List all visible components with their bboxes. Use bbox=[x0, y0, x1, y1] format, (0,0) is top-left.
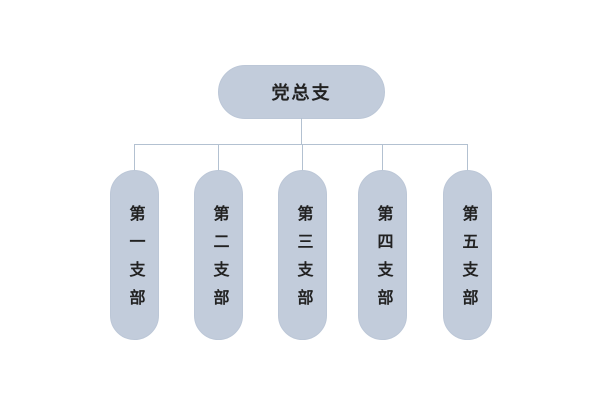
org-node-branch-4-label: 第四支部 bbox=[374, 205, 392, 317]
connector-drop-branch-3 bbox=[302, 144, 303, 171]
org-node-branch-3-label: 第三支部 bbox=[294, 205, 312, 317]
connector-drop-branch-4 bbox=[382, 144, 383, 171]
connector-drop-branch-1 bbox=[134, 144, 135, 171]
connector-horizontal-bar bbox=[134, 144, 468, 145]
org-node-branch-2-label: 第二支部 bbox=[210, 205, 228, 317]
org-node-branch-4: 第四支部 bbox=[358, 170, 407, 340]
org-node-branch-2: 第二支部 bbox=[194, 170, 243, 340]
org-node-branch-1-label: 第一支部 bbox=[126, 205, 144, 317]
org-node-root-label: 党总支 bbox=[271, 83, 332, 103]
org-node-branch-5-label: 第五支部 bbox=[459, 205, 477, 317]
connector-drop-branch-2 bbox=[218, 144, 219, 171]
org-node-branch-5: 第五支部 bbox=[443, 170, 492, 340]
connector-drop-branch-5 bbox=[467, 144, 468, 171]
org-node-root: 党总支 bbox=[218, 65, 385, 119]
org-node-branch-3: 第三支部 bbox=[278, 170, 327, 340]
connector-root-stem bbox=[301, 118, 302, 145]
org-node-branch-1: 第一支部 bbox=[110, 170, 159, 340]
